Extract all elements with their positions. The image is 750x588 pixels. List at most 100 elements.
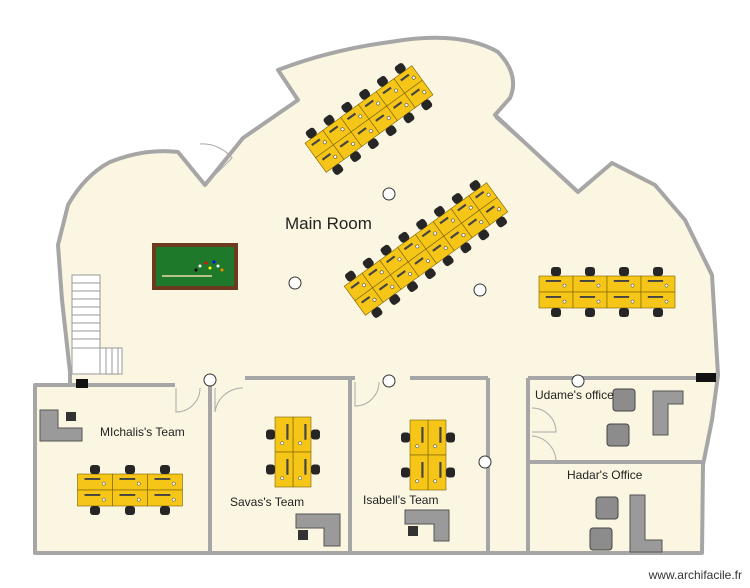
chair (421, 99, 433, 111)
chair (350, 151, 362, 162)
phone (136, 481, 141, 486)
phone (386, 116, 391, 120)
monitor (432, 244, 442, 252)
pool-table (152, 243, 238, 290)
phone (298, 441, 303, 446)
phone (433, 444, 438, 449)
chair (359, 88, 371, 100)
desk (147, 473, 183, 491)
monitor (410, 88, 421, 96)
phone (422, 90, 427, 95)
monitor (361, 295, 371, 304)
desk (427, 419, 447, 456)
chair (389, 294, 401, 305)
monitor (393, 101, 403, 109)
desk (538, 275, 574, 293)
desk (292, 451, 312, 488)
staircase (71, 274, 123, 375)
desk (427, 454, 447, 491)
desk (538, 291, 574, 309)
phone (630, 299, 635, 304)
chair (551, 267, 561, 276)
desk (572, 291, 608, 309)
desk-cluster (538, 267, 676, 317)
desk (292, 416, 312, 453)
chair (323, 114, 335, 126)
chair (160, 506, 170, 515)
phone (333, 154, 338, 159)
phone (562, 299, 567, 304)
monitor (403, 242, 414, 251)
phone (369, 129, 373, 133)
chair (160, 465, 170, 474)
monitor (545, 280, 562, 282)
chair (653, 267, 663, 276)
monitor (485, 205, 495, 214)
desk (77, 473, 113, 491)
desk-clusters (77, 63, 676, 515)
phone (340, 127, 345, 132)
monitor (414, 257, 424, 265)
chair (380, 244, 392, 256)
desk (606, 275, 642, 293)
monitor (346, 112, 357, 121)
desk-cluster (266, 416, 320, 488)
monitor (84, 494, 101, 496)
desk (274, 451, 294, 488)
monitor (439, 427, 442, 443)
chair (90, 506, 100, 515)
desk (112, 489, 148, 507)
chair (385, 125, 397, 137)
phone (415, 444, 420, 449)
chair (407, 281, 419, 292)
chair (367, 138, 379, 150)
monitor (400, 73, 410, 82)
monitor (311, 138, 321, 147)
chair (362, 257, 374, 269)
phone (322, 140, 327, 145)
chair (125, 465, 135, 474)
phone (101, 497, 106, 502)
monitor (286, 424, 289, 440)
chair (416, 218, 428, 230)
chair (619, 267, 629, 276)
chair (585, 267, 595, 276)
phone (408, 272, 412, 276)
chair (469, 180, 481, 191)
monitor (613, 296, 630, 298)
monitor (286, 459, 289, 475)
phone (562, 283, 567, 288)
phone (426, 259, 430, 263)
pillars (203, 187, 585, 469)
monitor (396, 270, 406, 278)
wall-block (76, 379, 88, 388)
monitor (364, 99, 374, 108)
michalis-team-label: MIchalis's Team (100, 425, 185, 439)
monitor (579, 296, 596, 298)
desk-cluster (401, 419, 455, 491)
phone (468, 205, 473, 210)
phone (415, 244, 420, 249)
monitor (378, 283, 389, 291)
phone (372, 297, 377, 302)
chair (653, 308, 663, 317)
phone (280, 476, 285, 481)
main-room-label: Main Room (285, 214, 372, 233)
monitor (339, 140, 349, 148)
phone (664, 299, 669, 304)
phone (433, 479, 438, 484)
monitor (154, 478, 171, 480)
phone (433, 231, 437, 236)
desk (572, 275, 608, 293)
phone (630, 283, 635, 288)
chair (551, 308, 561, 317)
chair (341, 101, 353, 113)
monitor (647, 296, 664, 298)
desk (606, 291, 642, 309)
chair (460, 242, 472, 254)
monitor (119, 494, 136, 496)
chair (496, 216, 508, 228)
chair (442, 255, 454, 267)
monitor (304, 459, 307, 475)
